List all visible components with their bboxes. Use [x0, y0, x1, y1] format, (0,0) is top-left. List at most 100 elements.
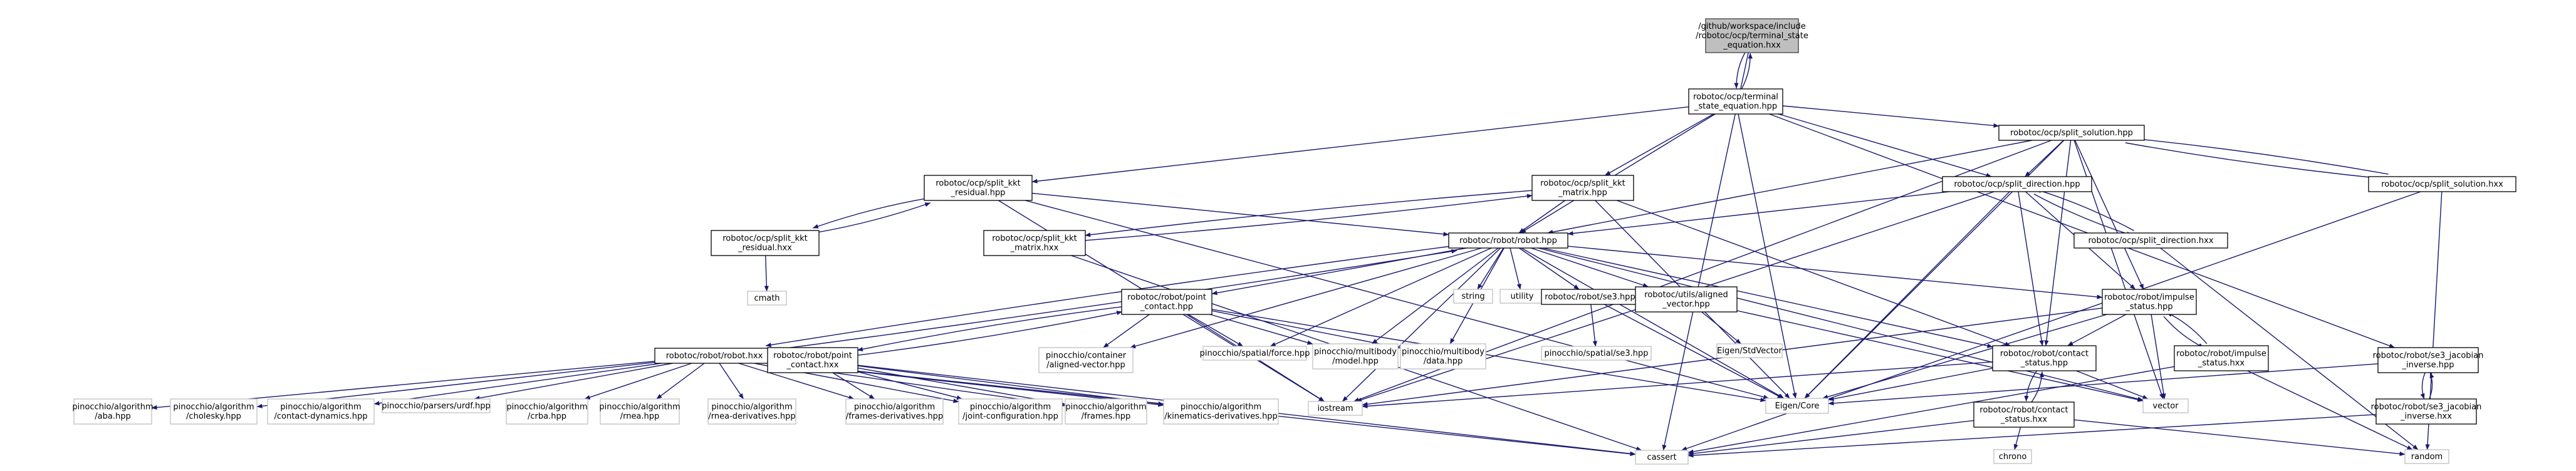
- node-label: /crba.hpp: [528, 412, 566, 422]
- node-label: /rnea.hpp: [620, 412, 660, 422]
- edge-kktres_hpp-to-eigen_core: [1025, 200, 1770, 400]
- node-label: /kinematics-derivatives.hpp: [1164, 412, 1278, 422]
- edge-kktmat_hxx-to-kktmat_hpp: [1085, 194, 1533, 241]
- node-contact-status-hpp[interactable]: robotoc/robot/contact_status.hpp: [1992, 345, 2097, 371]
- node-label: pinocchio/multibody: [1402, 348, 1484, 357]
- node-impulse-status-hxx[interactable]: robotoc/robot/impulse_status.hxx: [2174, 345, 2269, 371]
- node-layer: /github/workspace/include/robotoc/ocp/te…: [72, 18, 2516, 465]
- node-label: pinocchio/container: [1046, 351, 1127, 361]
- node-pin-container: pinocchio/container/aligned-vector.hpp: [1038, 347, 1134, 373]
- node-label: robotoc/robot/se3_jacobian: [2373, 351, 2484, 361]
- node-se3-jac-hpp[interactable]: robotoc/robot/se3_jacobian_inverse.hpp: [2373, 347, 2484, 373]
- node-label: random: [2411, 452, 2443, 462]
- node-root[interactable]: /github/workspace/include/robotoc/ocp/te…: [1696, 18, 1808, 53]
- node-box: [2073, 232, 2228, 249]
- node-label: pinocchio/parsers/urdf.hpp: [382, 401, 490, 411]
- node-pin-rnea: pinocchio/algorithm/rnea.hpp: [599, 398, 681, 425]
- node-box: [506, 398, 588, 425]
- node-utility: utility: [1499, 289, 1545, 304]
- node-box: [1942, 176, 2092, 192]
- node-chrono: chrono: [1993, 449, 2032, 464]
- node-box: [958, 398, 1063, 425]
- node-box: [267, 398, 375, 425]
- node-label: robotoc/robot/se3.hpp: [1545, 292, 1635, 302]
- node-kktmat-hpp[interactable]: robotoc/ocp/split_kkt_matrix.hpp: [1531, 175, 1634, 201]
- node-label: pinocchio/algorithm: [599, 403, 680, 412]
- node-label: robotoc/robot/robot.hpp: [1459, 236, 1557, 246]
- node-label: cassert: [1647, 453, 1676, 462]
- node-iostream: iostream: [1308, 401, 1363, 416]
- node-label: robotoc/robot/point: [1127, 293, 1206, 303]
- node-label: /aligned-vector.hpp: [1046, 361, 1125, 370]
- edge-robot_hpp-to-utility: [1510, 247, 1521, 290]
- node-box: [747, 291, 787, 306]
- node-pin-force: pinocchio/spatial/force.hpp: [1200, 346, 1310, 361]
- node-label: robotoc/ocp/split_kkt: [992, 234, 1077, 244]
- node-box: [2142, 398, 2189, 413]
- node-tse-hpp[interactable]: robotoc/ocp/terminal_state_equation.hpp: [1688, 88, 1783, 115]
- node-label: _status.hpp: [2020, 359, 2068, 368]
- node-dir-hpp[interactable]: robotoc/ocp/split_direction.hpp: [1942, 176, 2092, 192]
- node-pin-model: pinocchio/multibody/model.hpp: [1312, 343, 1399, 370]
- node-point-contact-hxx[interactable]: robotoc/robot/point_contact.hxx: [767, 347, 858, 373]
- node-label: pinocchio/spatial/force.hpp: [1200, 349, 1310, 358]
- node-label: robotoc/robot/impulse: [2176, 349, 2266, 359]
- node-pin-cholesky: pinocchio/algorithm/cholesky.hpp: [170, 398, 258, 425]
- node-label: /github/workspace/include: [1698, 22, 1806, 31]
- node-se3-jac-hxx[interactable]: robotoc/robot/se3_jacobian_inverse.hxx: [2371, 398, 2482, 425]
- edge-kktres_hpp-to-kktres_hxx: [812, 197, 929, 229]
- edge-impulse_status_hxx-to-random: [2247, 370, 2413, 450]
- node-label: robotoc/robot/contact: [2000, 349, 2088, 359]
- node-label: _inverse.hpp: [2401, 361, 2454, 370]
- node-robot-hxx[interactable]: robotoc/robot/robot.hxx: [654, 348, 774, 364]
- edge-robot_hpp-to-se3_hpp: [1519, 247, 1580, 290]
- node-label: /data.hpp: [1424, 357, 1463, 366]
- node-box: [707, 398, 796, 425]
- node-impulse-status-hpp[interactable]: robotoc/robot/impulse_status.hpp: [2102, 289, 2197, 315]
- node-box: [2102, 289, 2197, 315]
- node-box: [2174, 345, 2269, 371]
- edge-point_contact_hxx-to-pin_frames_deriv: [832, 372, 875, 400]
- edge-kktres_hxx-to-cmath: [764, 255, 769, 292]
- edge-contact_status_hpp-to-contact_status_hxx: [2024, 370, 2038, 402]
- edge-robot_hpp-to-vector: [1538, 247, 2144, 401]
- edge-se3_jac_hpp-to-se3_jac_hxx: [2420, 372, 2426, 400]
- edge-se3_hpp-to-eigen_core: [1603, 304, 1783, 399]
- edge-robot_hpp-to-eigen_core: [1521, 247, 1785, 399]
- node-pin-kin-deriv: pinocchio/algorithm/kinematics-derivativ…: [1163, 398, 1279, 425]
- node-label: _residual.hpp: [951, 189, 1006, 198]
- node-box: [1308, 401, 1363, 416]
- node-label: pinocchio/algorithm: [970, 403, 1051, 412]
- node-label: robotoc/ocp/split_solution.hpp: [2010, 128, 2133, 138]
- edge-tse_hpp-to-kktmat_hpp: [1605, 113, 1714, 176]
- node-sol-hpp[interactable]: robotoc/ocp/split_solution.hpp: [1998, 125, 2145, 141]
- edge-impulse_status_hpp-to-vector: [2151, 314, 2166, 400]
- node-label: Eigen/StdVector: [1717, 346, 1782, 356]
- node-se3-hpp[interactable]: robotoc/robot/se3.hpp: [1541, 289, 1639, 305]
- node-label: _matrix.hpp: [1558, 189, 1607, 198]
- node-label: _status.hxx: [2000, 415, 2048, 425]
- edge-impulse_status_hpp-to-eigen_core: [1822, 314, 2107, 400]
- node-point-contact-hpp[interactable]: robotoc/robot/point_contact.hpp: [1121, 289, 1212, 315]
- node-aligned-vector-hpp[interactable]: robotoc/utils/aligned_vector.hpp: [1635, 286, 1738, 313]
- node-dir-hxx[interactable]: robotoc/ocp/split_direction.hxx: [2073, 232, 2228, 249]
- node-box: [1312, 343, 1399, 370]
- node-box: [1635, 450, 1689, 465]
- node-kktres-hpp[interactable]: robotoc/ocp/split_kkt_residual.hpp: [924, 175, 1033, 201]
- node-label: robotoc/ocp/split_direction.hpp: [1954, 180, 2080, 189]
- edge-point_contact_hxx-to-pin_frames: [857, 367, 1066, 406]
- node-box: [600, 398, 680, 425]
- node-kktmat-hxx[interactable]: robotoc/ocp/split_kkt_matrix.hxx: [983, 230, 1086, 256]
- node-kktres-hxx[interactable]: robotoc/ocp/split_kkt_residual.hxx: [711, 230, 820, 256]
- node-label: _contact.hxx: [786, 361, 839, 370]
- edge-robot_hpp-to-contact_status_hpp: [1542, 247, 1993, 348]
- node-label: iostream: [1317, 404, 1353, 413]
- node-box: [2375, 398, 2477, 425]
- node-label: robotoc/ocp/terminal: [1693, 93, 1778, 102]
- edge-robot_hxx-to-robot_hpp: [766, 249, 1457, 351]
- node-box: [2377, 347, 2479, 373]
- node-robot-hpp[interactable]: robotoc/robot/robot.hpp: [1448, 232, 1568, 249]
- node-contact-status-hxx[interactable]: robotoc/robot/contact_status.hxx: [1973, 401, 2075, 428]
- node-sol-hxx[interactable]: robotoc/ocp/split_solution.hxx: [2368, 176, 2516, 192]
- edge-robot_hxx-to-pin_rnea: [656, 363, 705, 400]
